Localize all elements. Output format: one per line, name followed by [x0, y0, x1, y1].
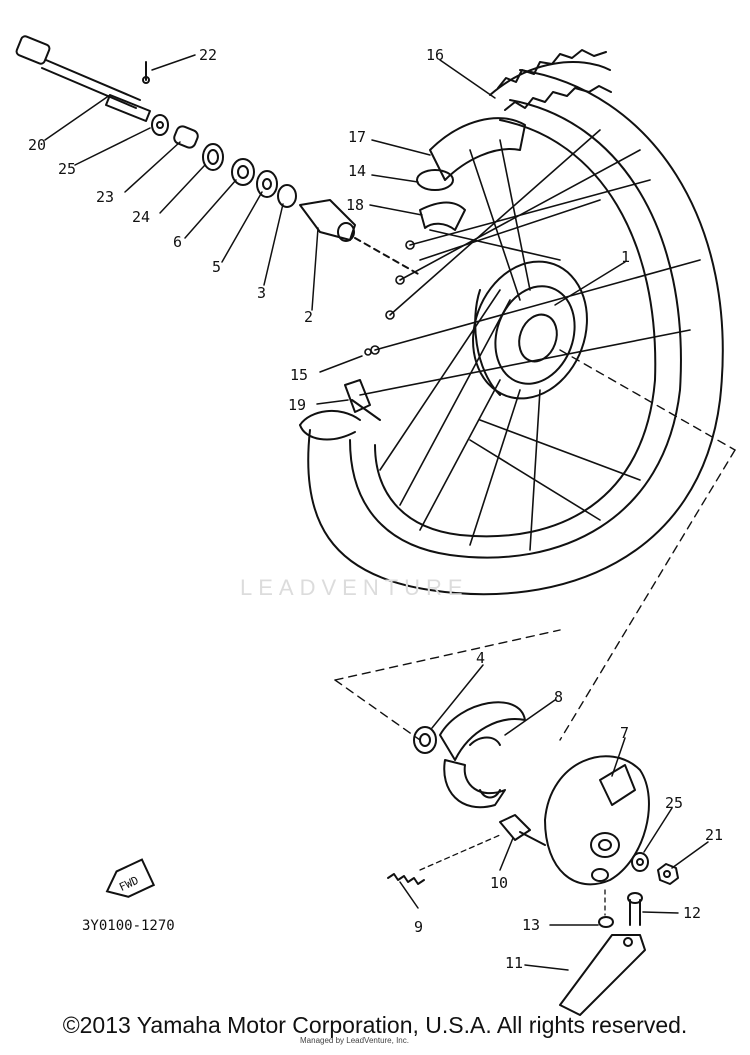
- spacer: [173, 125, 199, 149]
- leader-lines: [44, 54, 709, 971]
- callout-24: 24: [132, 208, 150, 226]
- callout-11: 11: [505, 954, 523, 972]
- watermark: LEADVENTURE: [240, 575, 469, 600]
- spacer-flange-3: [277, 184, 297, 208]
- oil-seal: [202, 143, 224, 171]
- spring: [387, 834, 501, 885]
- rim-lock: [344, 379, 381, 421]
- brake-shoe-kit: [439, 701, 526, 809]
- cam-lever: [559, 934, 646, 1016]
- callout-7: 7: [620, 724, 629, 742]
- bolt-12: [627, 892, 643, 926]
- callout-8: 8: [554, 688, 563, 706]
- callout-9: 9: [414, 918, 423, 936]
- callout-19: 19: [288, 396, 306, 414]
- bearing-4: [413, 726, 437, 754]
- callout-5: 5: [212, 258, 221, 276]
- callout-2: 2: [304, 308, 313, 326]
- callout-21: 21: [705, 826, 723, 844]
- callout-25b: 25: [665, 794, 683, 812]
- tire-cutaway: [416, 117, 526, 231]
- spacer-2: [299, 199, 356, 242]
- brake-shoe-plate: [544, 755, 650, 886]
- callout-12: 12: [683, 904, 701, 922]
- wheel-hub: [472, 260, 588, 400]
- callout-20: 20: [28, 136, 46, 154]
- copyright-notice: ©2013 Yamaha Motor Corporation, U.S.A. A…: [62, 1012, 688, 1038]
- callout-10: 10: [490, 874, 508, 892]
- wheel-rim: [299, 69, 724, 596]
- fwd-arrow: FWD: [105, 858, 156, 898]
- callout-18: 18: [346, 196, 364, 214]
- callout-23: 23: [96, 188, 114, 206]
- callout-16: 16: [426, 46, 444, 64]
- spokes: [359, 129, 701, 551]
- collar-25: [631, 852, 649, 872]
- nut-21: [657, 863, 679, 885]
- callout-17: 17: [348, 128, 366, 146]
- callout-3: 3: [257, 284, 266, 302]
- callout-6: 6: [173, 233, 182, 251]
- fine-print: Managed by LeadVenture, Inc.: [300, 1036, 409, 1045]
- callout-14: 14: [348, 162, 366, 180]
- tire-tread: [489, 49, 612, 111]
- callout-4: 4: [476, 649, 485, 667]
- bearing-5: [256, 170, 278, 198]
- front-axle: [15, 35, 151, 122]
- callout-1: 1: [621, 248, 630, 266]
- callout-22: 22: [199, 46, 217, 64]
- part-code: 3Y0100-1270: [82, 918, 175, 934]
- washer-13: [598, 916, 614, 928]
- bearing-6: [231, 158, 255, 186]
- callout-25: 25: [58, 160, 76, 178]
- collar: [151, 114, 169, 136]
- callout-13: 13: [522, 916, 540, 934]
- callout-15: 15: [290, 366, 308, 384]
- callout-numbers: 22 20 25 23 24 6 5 3 2 16 17 14 18 1 15 …: [28, 46, 723, 972]
- camshaft: [499, 814, 546, 846]
